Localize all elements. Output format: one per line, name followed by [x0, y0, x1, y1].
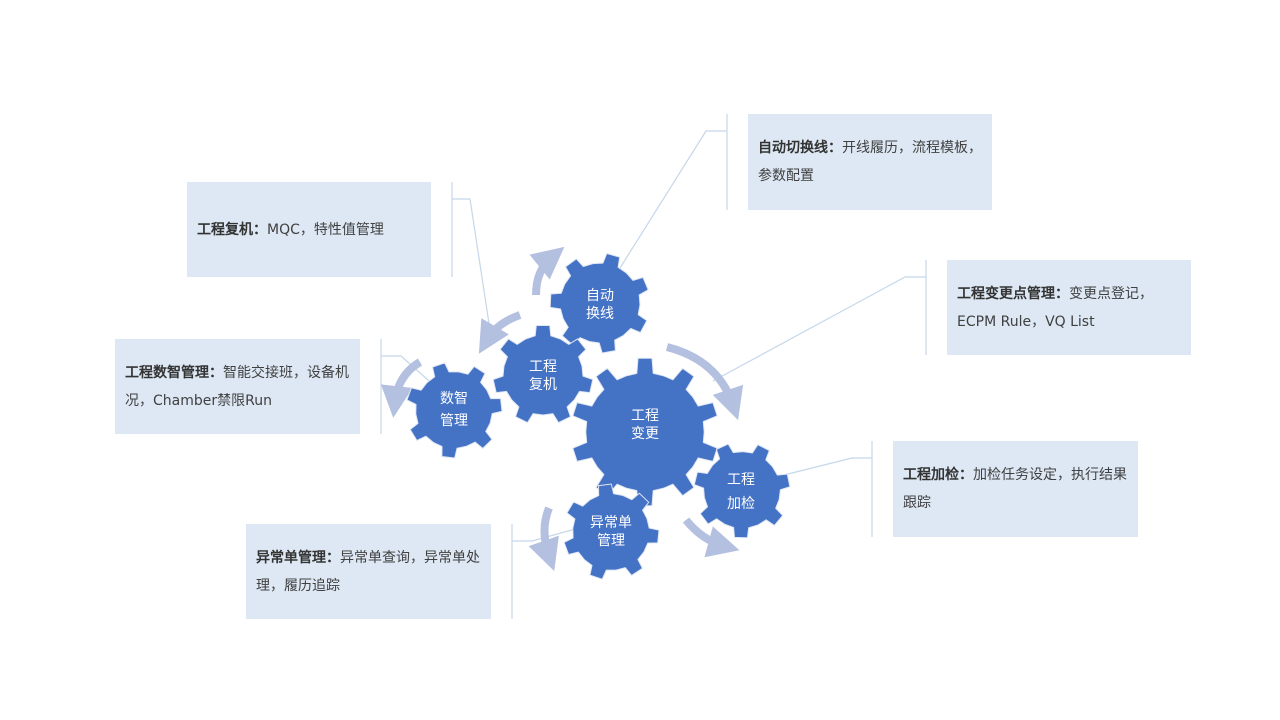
connector-auto-switch-lead	[619, 130, 727, 269]
arrow-digital	[380, 358, 423, 418]
label-line: 工程	[727, 472, 755, 488]
box-auto-switch: 自动切换线：开线履历，流程模板，参数配置	[748, 114, 992, 210]
box-text: 变更点登记，ECPM Rule，VQ List	[957, 285, 1153, 330]
box-title: 工程复机：	[197, 221, 267, 238]
gear-label-restart: 工程复机	[503, 358, 583, 394]
label-line: 工程	[631, 408, 659, 424]
rotation-arrows	[380, 246, 744, 572]
gear-label-center: 工程变更	[605, 407, 685, 443]
gear-icon-digital	[406, 362, 503, 459]
label-line: 管理	[440, 413, 468, 429]
arrow-restart	[478, 311, 522, 354]
gear-label-auto-switch: 自动换线	[560, 287, 640, 323]
arrow-center	[665, 343, 744, 421]
label-line: 工程	[529, 359, 557, 375]
label-line: 换线	[586, 306, 614, 322]
arrow-abnormal	[528, 506, 559, 572]
connector-digital-lead	[381, 355, 438, 389]
connector-restart-lead	[452, 198, 491, 331]
arrow-inspection	[682, 517, 740, 558]
gear-label-abnormal: 异常单管理	[571, 514, 651, 550]
gear-icon-center	[572, 357, 718, 507]
box-abnormal: 异常单管理：异常单查询，异常单处理，履历追踪	[246, 524, 491, 619]
gear-label-digital: 数智管理	[414, 390, 494, 430]
box-inspection: 工程加检：加检任务设定，执行结果跟踪	[893, 441, 1138, 537]
box-restart: 工程复机：MQC，特性值管理	[187, 182, 431, 277]
gear-label-inspection: 工程加检	[701, 471, 781, 513]
label-line: 复机	[529, 377, 557, 393]
box-title: 自动切换线：	[758, 140, 842, 156]
box-text: 智能交接班，设备机况，Chamber禁限Run	[125, 364, 349, 409]
box-change-point: 工程变更点管理：变更点登记，ECPM Rule，VQ List	[947, 260, 1191, 355]
label-line: 变更	[631, 426, 659, 442]
box-digital: 工程数智管理：智能交接班，设备机况，Chamber禁限Run	[115, 339, 360, 434]
arrow-auto-switch	[529, 246, 565, 296]
label-line: 异常单	[590, 515, 632, 531]
gear-icon-inspection	[693, 443, 791, 539]
connector-change-point-lead	[712, 276, 926, 382]
label-line: 自动	[586, 288, 614, 304]
box-title: 工程加检：	[903, 467, 973, 483]
gear-icon-auto-switch	[549, 252, 649, 354]
label-line: 管理	[597, 533, 625, 549]
box-text: 开线履历，流程模板，参数配置	[758, 140, 982, 184]
label-line: 加检	[727, 496, 755, 512]
box-text: MQC，特性值管理	[267, 221, 384, 238]
connector-lines	[380, 114, 927, 619]
box-text: 异常单查询，异常单处理，履历追踪	[256, 549, 480, 594]
box-title: 工程数智管理：	[125, 364, 223, 381]
connector-inspection-lead	[775, 457, 872, 478]
gear-icon-restart	[492, 325, 594, 424]
gear-icon-abnormal	[563, 483, 660, 580]
box-title: 异常单管理：	[256, 549, 340, 566]
label-line: 数智	[440, 391, 468, 407]
box-title: 工程变更点管理：	[957, 285, 1069, 302]
box-text: 加检任务设定，执行结果跟踪	[903, 467, 1127, 511]
